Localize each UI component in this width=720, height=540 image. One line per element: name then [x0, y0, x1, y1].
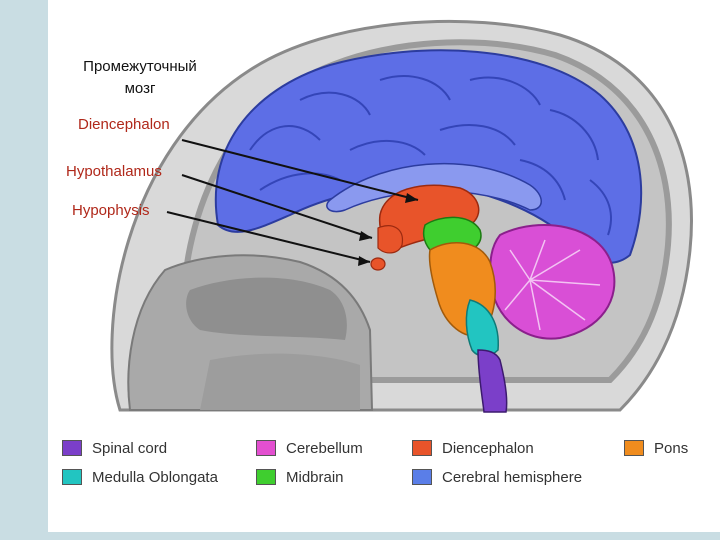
legend-item-midbrain: Midbrain: [256, 466, 344, 488]
left-margin-strip: [0, 0, 48, 540]
legend-label: Midbrain: [286, 468, 344, 486]
midbrain-swatch: [256, 469, 276, 485]
legend-label: Pons: [654, 439, 689, 457]
nasal-cavity: [186, 277, 347, 340]
title-label-ru: Промежуточный мозг: [60, 56, 220, 100]
gyri-lines: [249, 75, 612, 236]
pointer-arrowheads: [358, 193, 418, 266]
hypophysis-label: Hypophysis: [72, 202, 150, 219]
pons-swatch: [624, 440, 644, 456]
legend-label: Diencephalon: [442, 439, 534, 457]
cerebellum-swatch: [256, 440, 276, 456]
spinal-cord: [477, 349, 508, 413]
hypothalamus-label: Hypothalamus: [66, 163, 162, 180]
hypophysis: [370, 257, 386, 271]
legend-label: Cerebellum: [286, 439, 363, 457]
legend-item-pons: Pons: [624, 437, 688, 459]
diencephalon-swatch: [412, 440, 432, 456]
bottom-strip: [48, 532, 720, 540]
legend-item-cerebellum: Cerebellum: [256, 437, 363, 459]
medulla-swatch: [62, 469, 82, 485]
legend-item-medulla: Medulla Oblongata: [62, 466, 218, 488]
legend-item-cerebral-hemisphere: Cerebral hemisphere: [412, 466, 582, 488]
diencephalon-label: Diencephalon: [78, 116, 170, 133]
title-line-2: мозг: [124, 80, 156, 97]
legend-label: Spinal cord: [92, 439, 168, 457]
legend-background: [48, 413, 720, 532]
mouth-region: [200, 353, 360, 410]
pointer-lines: [166, 139, 419, 263]
cerebellum-branches: [504, 239, 601, 331]
legend-item-spinal-cord: Spinal cord: [62, 437, 167, 459]
hypothalamus: [377, 225, 404, 254]
cerebral-hemisphere-swatch: [412, 469, 432, 485]
legend-item-diencephalon: Diencephalon: [412, 437, 534, 459]
legend-label: Cerebral hemisphere: [442, 468, 583, 486]
title-line-1: Промежуточный: [83, 58, 197, 75]
legend-label: Medulla Oblongata: [92, 468, 218, 486]
spinal-cord-swatch: [62, 440, 82, 456]
